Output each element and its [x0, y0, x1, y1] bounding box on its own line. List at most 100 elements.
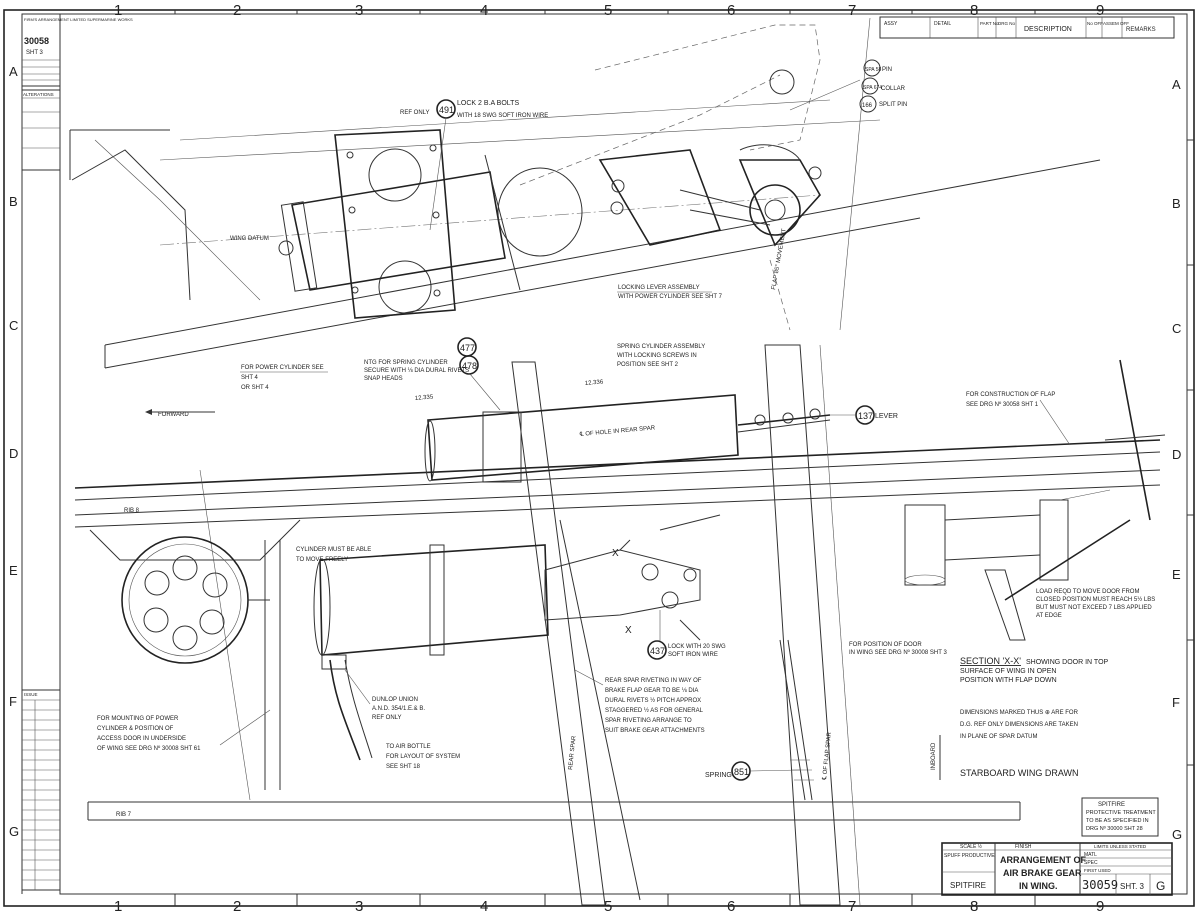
strip-sheet: SHT 3: [26, 50, 44, 56]
row-label-right-g: G: [1172, 827, 1182, 842]
row-label-right-a: A: [1172, 77, 1181, 92]
note-bottle-1: TO AIR BOTTLE: [386, 744, 431, 750]
mounting-plate: [334, 129, 456, 319]
col-label-bottom-6: 6: [727, 898, 735, 915]
note-rivet-4: STAGGERED ½ AS FOR GENERAL: [605, 707, 704, 714]
split-pin-ref: 166: [862, 103, 873, 109]
note-bottle-2: FOR LAYOUT OF SYSTEM: [386, 754, 460, 760]
zone-labels-right: A B C D E F G: [1172, 77, 1182, 842]
rev-head-drg: DRG No: [998, 21, 1015, 26]
row-label-a: A: [9, 64, 18, 79]
balloon-478-text-3: SNAP HEADS: [364, 376, 403, 382]
tb-limits: LIMITS UNLESS STATED: [1094, 844, 1147, 849]
balloon-137-label: LEVER: [875, 413, 898, 420]
note-power-cyl-1: FOR POWER CYLINDER SEE: [241, 365, 324, 371]
tb-firm: SPUFF PRODUCTIVE: [944, 853, 995, 859]
air-bottle-rotor: [121, 536, 270, 664]
section-x-top: X: [612, 548, 619, 559]
note-rivet-2: BRAKE FLAP GEAR TO BE ⅛ DIA: [605, 688, 698, 694]
callout-491: 491 REF ONLY LOCK 2 B.A BOLTS WITH 18 SW…: [400, 99, 548, 231]
note-mount-4: OF WING SEE DRG Nº 30008 SHT 61: [97, 745, 201, 752]
note-dims-1: DIMENSIONS MARKED THUS ⊕ ARE FOR: [960, 710, 1079, 716]
balloon-491-text-1: LOCK 2 B.A BOLTS: [457, 100, 519, 107]
note-cyl-free-2: TO MOVE FREELY: [296, 557, 348, 563]
note-rib8: RIB 8: [124, 508, 140, 514]
note-section-2: SHOWING DOOR IN TOP: [1026, 659, 1109, 666]
note-power-cyl-2: SHT 4: [241, 375, 259, 381]
col-label-4: 4: [480, 2, 488, 19]
annotations: WING DATUM LOCKING LEVER ASSEMBLY WITH P…: [97, 228, 1155, 818]
lower-power-cylinder: [313, 514, 721, 656]
col-label-3: 3: [355, 2, 363, 19]
note-flap-spar: ℄ OF FLAP SPAR: [822, 731, 833, 781]
note-spring-cyl-2: WITH LOCKING SCREWS IN: [617, 353, 697, 359]
note-rivet-6: SUIT BRAKE GEAR ATTACHMENTS: [605, 728, 705, 734]
section-x-bottom: X: [625, 625, 632, 636]
left-info-strip: FIRM'S ARRANGEMENT LIMITED SUPERMARINE W…: [21, 13, 133, 891]
pin-label: PIN: [882, 67, 892, 73]
note-dunlop-1: DUNLOP UNION: [372, 697, 418, 703]
note-rivet-1: REAR SPAR RIVETING IN WAY OF: [605, 678, 702, 684]
col-label-1: 1: [114, 2, 122, 19]
row-label-e: E: [9, 563, 18, 578]
note-bottle-3: SEE SHT 18: [386, 764, 421, 770]
strip-alterations: ALTERATIONS: [23, 92, 54, 97]
balloon-137-number: 137: [858, 411, 873, 421]
pin-ref: SPA 58: [865, 67, 882, 73]
col-label-bottom-9: 9: [1096, 898, 1104, 915]
col-label-9: 9: [1096, 2, 1104, 19]
callout-pin-collar-splitpin: SPA 58 PIN SPA 674 COLLAR 166 SPLIT PIN: [789, 59, 907, 113]
note-load-4: AT EDGE: [1036, 613, 1062, 619]
tb-scale: SCALE ½: [960, 843, 983, 850]
power-cylinder: [278, 154, 583, 292]
balloon-437-text-1: LOCK WITH 20 SWG: [668, 644, 726, 650]
note-locking-lever-1: LOCKING LEVER ASSEMBLY: [618, 285, 700, 291]
tb-issue: G: [1156, 879, 1165, 893]
zone-labels-bottom: 1 2 3 4 5 6 7 8 9: [114, 898, 1104, 915]
note-rib7: RIB 7: [116, 812, 132, 818]
col-label-6: 6: [727, 2, 735, 19]
tb-title-2: AIR BRAKE GEAR: [1003, 868, 1082, 878]
note-load-2: CLOSED POSITION MUST REACH 5½ LBS: [1036, 596, 1155, 603]
revision-table: ASSY DETAIL PART No DRG No DESCRIPTION N…: [879, 16, 1175, 39]
row-label-right-d: D: [1172, 447, 1181, 462]
collar-label: COLLAR: [881, 86, 906, 92]
tb-aircraft: SPITFIRE: [950, 881, 986, 890]
note-mount-2: CYLINDER & POSITION OF: [97, 726, 174, 732]
col-label-bottom-3: 3: [355, 898, 363, 915]
row-label-f: F: [9, 694, 17, 709]
balloon-491-ref: REF ONLY: [400, 110, 430, 116]
note-mount-1: FOR MOUNTING OF POWER: [97, 716, 179, 722]
note-section-3: SURFACE OF WING IN OPEN: [960, 668, 1056, 675]
callout-851: 851 SPRING: [705, 761, 801, 781]
col-label-bottom-5: 5: [604, 898, 612, 915]
note-cl-hole: ℄ OF HOLE IN REAR SPAR: [579, 425, 656, 438]
protect-4: DRG Nº 30000 SHT 28: [1086, 825, 1143, 832]
tb-matl: MATL: [1084, 852, 1097, 858]
note-wing-datum: WING DATUM: [230, 236, 269, 242]
tb-title-3: IN WING.: [1019, 881, 1058, 891]
flap-spar-member: [764, 344, 861, 906]
row-label-c: C: [9, 318, 18, 333]
balloon-437-number: 437: [650, 646, 665, 656]
callout-137: 137 LEVER: [830, 405, 898, 425]
rev-head-detail: DETAIL: [934, 21, 951, 27]
balloon-491-text-2: WITH 18 SWG SOFT IRON WIRE: [457, 113, 548, 119]
locking-lever-assembly: [598, 144, 822, 247]
tb-sheet: SHT. 3: [1120, 882, 1145, 891]
rev-head-assem: ASSEM OFF: [1103, 21, 1129, 26]
note-locking-lever-2: WITH POWER CYLINDER SEE SHT 7: [618, 294, 723, 300]
note-flap-construct-2: SEE DRG Nº 30058 SHT 1: [966, 401, 1039, 408]
tb-spec: SPEC: [1084, 860, 1098, 866]
balloon-477-number: 477: [460, 343, 475, 353]
col-label-bottom-8: 8: [970, 898, 978, 915]
col-label-7: 7: [848, 2, 856, 19]
balloon-437-text-2: SOFT IRON WIRE: [668, 652, 718, 658]
rear-spar-member: [511, 361, 641, 906]
spring-cylinder: [424, 394, 831, 483]
note-dim-1: 12.335: [415, 394, 434, 402]
strip-firm: FIRM'S ARRANGEMENT LIMITED SUPERMARINE W…: [24, 17, 133, 22]
note-dims-2: D.G. REF ONLY DIMENSIONS ARE TAKEN: [960, 722, 1078, 728]
row-label-g: G: [9, 824, 19, 839]
rev-head-off: No OFF: [1087, 21, 1103, 26]
